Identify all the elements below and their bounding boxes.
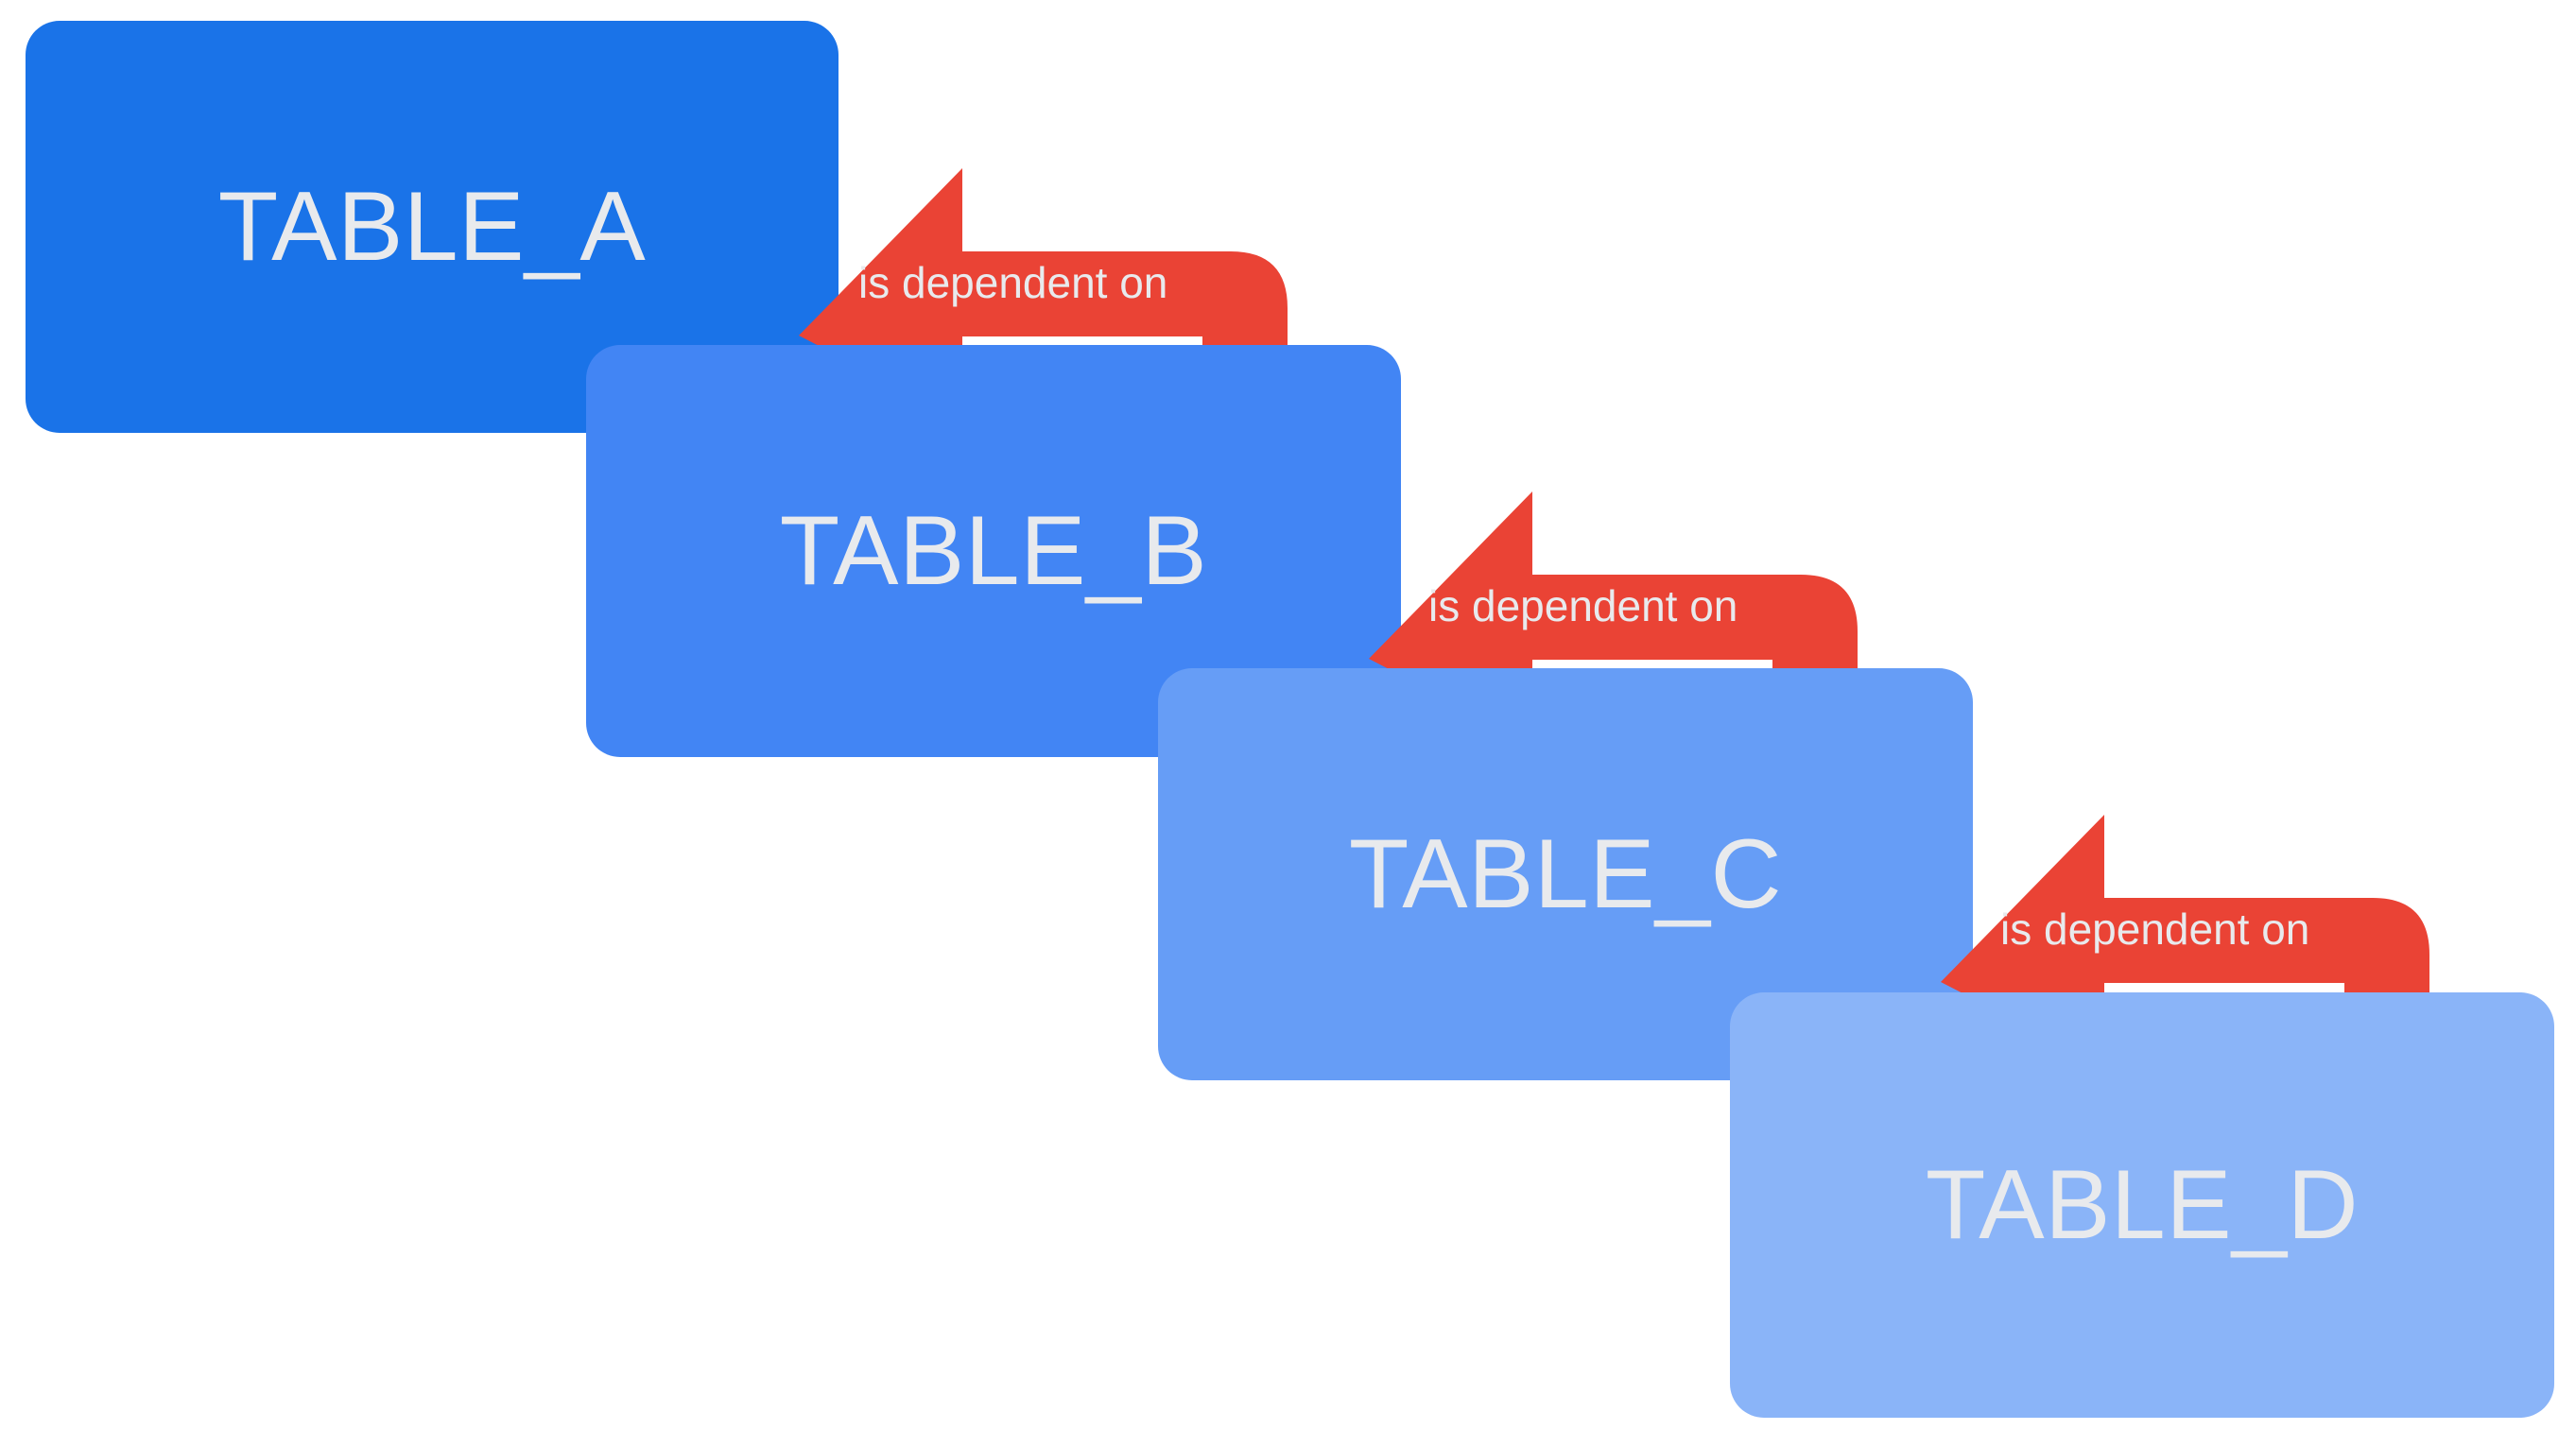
edge-table-b-depends-on-table-a-label: is dependent on xyxy=(858,258,1168,307)
edge-arrow-path xyxy=(1941,815,2429,1240)
node-table-b-label: TABLE_B xyxy=(779,496,1208,606)
node-table-d[interactable]: TABLE_D xyxy=(1730,992,2554,1418)
edge-table-c-depends-on-table-b-label: is dependent on xyxy=(1428,581,1738,630)
elbow-arrow-left-icon xyxy=(1941,815,2429,1240)
edge-table-d-depends-on-table-c[interactable]: is dependent on xyxy=(1936,805,2437,1240)
node-table-d-label: TABLE_D xyxy=(1925,1150,2360,1260)
node-table-c-label: TABLE_C xyxy=(1348,819,1783,929)
edge-arrow-path xyxy=(799,168,1288,594)
edge-table-d-depends-on-table-c-label: is dependent on xyxy=(2000,905,2310,954)
elbow-arrow-left-icon xyxy=(799,168,1288,594)
edge-arrow-path xyxy=(1369,491,1858,917)
elbow-arrow-left-icon xyxy=(1369,491,1858,917)
node-table-a-label: TABLE_A xyxy=(217,172,647,282)
edge-table-b-depends-on-table-a[interactable]: is dependent on xyxy=(794,159,1295,594)
node-table-a[interactable]: TABLE_A xyxy=(26,21,838,433)
node-table-c[interactable]: TABLE_C xyxy=(1158,668,1973,1080)
edge-table-c-depends-on-table-b[interactable]: is dependent on xyxy=(1364,482,1865,917)
